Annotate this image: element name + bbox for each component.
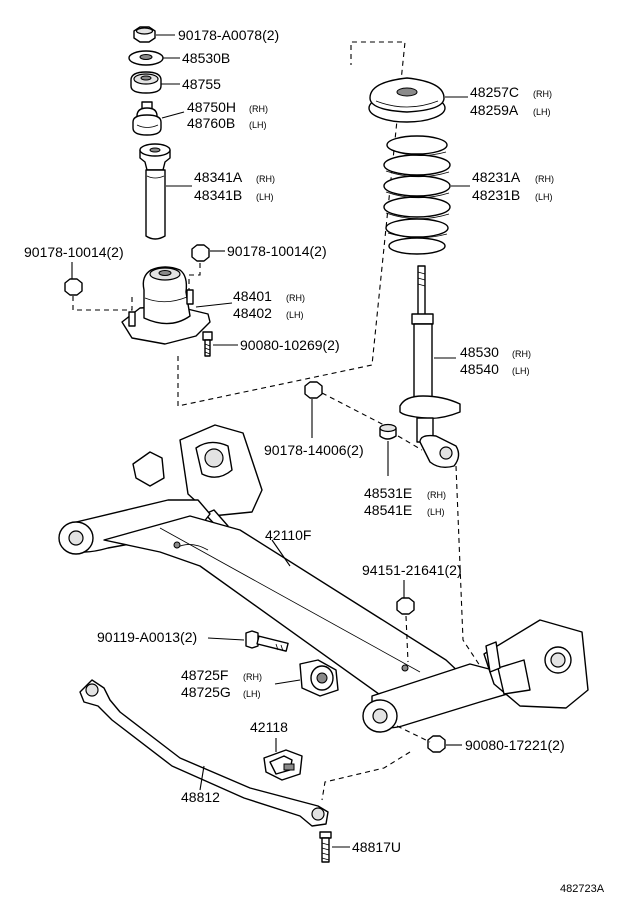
- part-label: 42118: [250, 719, 288, 735]
- lh-tag: (LH): [533, 107, 551, 117]
- bushing-part: [299, 659, 339, 697]
- shock-cushion-part: [379, 423, 397, 440]
- dust-cover-part: [139, 143, 171, 240]
- part-label: 48259A: [470, 102, 519, 118]
- part-label: 90080-10269(2): [240, 337, 340, 353]
- nut-part: [64, 278, 83, 296]
- rh-tag: (RH): [535, 174, 554, 184]
- part-label: 48531E: [364, 485, 412, 501]
- part-label: 48755: [182, 76, 221, 92]
- suspension-support-part: [121, 266, 211, 345]
- part-label: 48231A: [472, 169, 521, 185]
- part-label: 90178-A0078(2): [178, 27, 279, 43]
- part-label: 48530: [460, 344, 499, 360]
- part-label: 48725F: [181, 667, 228, 683]
- bolt-part: [319, 831, 332, 863]
- bump-stopper-part: [132, 101, 162, 136]
- part-label: 48402: [233, 305, 272, 321]
- bracket-part: [263, 749, 303, 781]
- part-label: 48760B: [187, 115, 235, 131]
- nut-part: [304, 381, 323, 399]
- part-label: 48401: [233, 288, 272, 304]
- nut-part: [133, 26, 156, 43]
- bolt-part: [202, 331, 213, 357]
- rh-tag: (RH): [286, 293, 305, 303]
- shock-absorber-part: [399, 265, 461, 469]
- nut-part: [396, 597, 415, 615]
- part-label: 48540: [460, 361, 499, 377]
- rh-tag: (RH): [243, 672, 262, 682]
- part-label: 48257C: [470, 84, 519, 100]
- axle-beam-part: [58, 424, 589, 733]
- part-label: 48341B: [194, 187, 242, 203]
- figure-id: 482723A: [560, 883, 605, 895]
- part-label: 90080-17221(2): [465, 737, 565, 753]
- nut-part: [427, 735, 446, 753]
- rh-tag: (RH): [512, 349, 531, 359]
- rh-tag: (RH): [427, 490, 446, 500]
- coil-spring-part: [383, 135, 451, 255]
- lh-tag: (LH): [535, 192, 553, 202]
- part-label: 48817U: [352, 839, 401, 855]
- nut-part: [191, 244, 210, 262]
- lh-tag: (LH): [243, 689, 261, 699]
- rh-tag: (RH): [533, 89, 552, 99]
- lh-tag: (LH): [512, 366, 530, 376]
- rh-tag: (RH): [249, 104, 268, 114]
- washer-part: [128, 50, 164, 66]
- cushion-part: [130, 71, 162, 94]
- part-label: 90178-14006(2): [264, 442, 364, 458]
- part-label: 48341A: [194, 169, 243, 185]
- rh-tag: (RH): [256, 174, 275, 184]
- lh-tag: (LH): [249, 120, 267, 130]
- part-label: 48812: [181, 789, 220, 805]
- part-label: 94151-21641(2): [362, 562, 462, 578]
- lateral-rod-part: [79, 679, 329, 827]
- bolt-part: [245, 630, 289, 652]
- part-label: 90119-A0013(2): [97, 629, 197, 645]
- lh-tag: (LH): [427, 507, 445, 517]
- lh-tag: (LH): [256, 192, 274, 202]
- part-label: 90178-10014(2): [24, 244, 124, 260]
- part-label: 48530B: [182, 50, 230, 66]
- part-label: 48231B: [472, 187, 520, 203]
- part-label: 90178-10014(2): [227, 243, 327, 259]
- spring-insulator-part: [368, 77, 446, 123]
- part-label: 42110F: [265, 527, 311, 543]
- part-label: 48750H: [187, 99, 236, 115]
- part-label: 48541E: [364, 502, 412, 518]
- part-label: 48725G: [181, 684, 231, 700]
- lh-tag: (LH): [286, 310, 304, 320]
